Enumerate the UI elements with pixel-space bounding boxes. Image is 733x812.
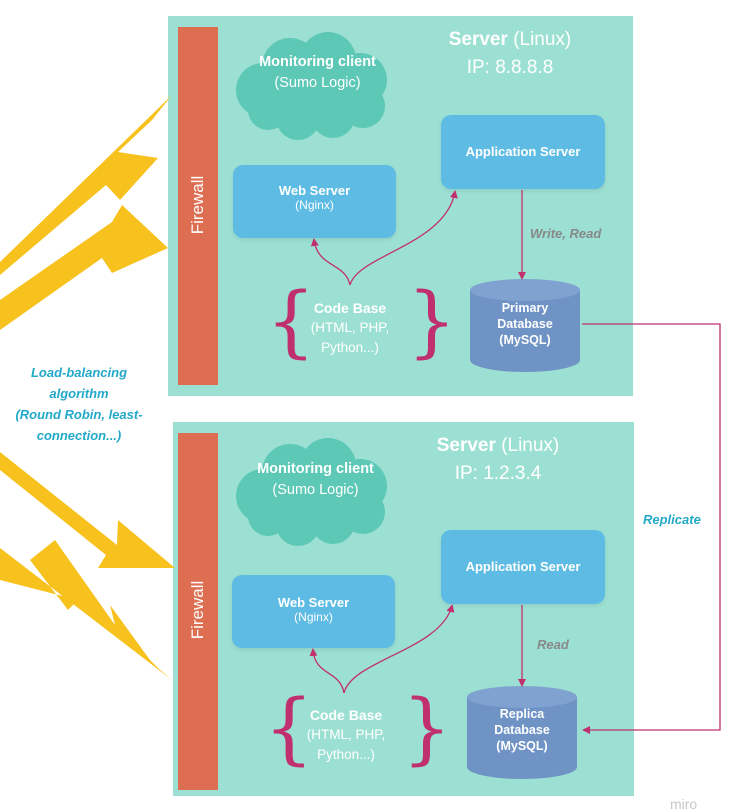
primary-database-1-icon bbox=[470, 279, 580, 372]
web-server-2-title: Web Server bbox=[277, 595, 350, 610]
code-base-2-right-brace: } bbox=[402, 684, 452, 774]
monitoring-client-2-bold: Monitoring client bbox=[257, 461, 374, 477]
code-base-1-sub2: Python...) bbox=[321, 340, 379, 355]
arrow-to-server-2-bottom-icon bbox=[0, 540, 172, 680]
lb-line1: Load-balancing bbox=[30, 365, 128, 380]
replica-database-2-icon bbox=[467, 686, 577, 779]
application-server-2-title: Application Server bbox=[465, 559, 581, 574]
db-2-line1: Replica bbox=[499, 707, 545, 721]
code-base-1-sub1: (HTML, PHP, bbox=[310, 320, 390, 335]
db-2-line3: (MySQL) bbox=[496, 739, 548, 753]
arrow-to-server-1-bottom-icon bbox=[0, 205, 168, 330]
server-1-title: Server (Linux) IP: 8.8.8.8 bbox=[410, 26, 610, 82]
read-label: Read bbox=[537, 637, 569, 652]
server-1-ip: IP: 8.8.8.8 bbox=[466, 57, 554, 78]
monitoring-cloud-1-icon bbox=[236, 32, 387, 140]
web-server-2: Web Server (Nginx) bbox=[232, 575, 395, 648]
write-read-label: Write, Read bbox=[530, 226, 602, 241]
monitoring-client-1-bold: Monitoring client bbox=[259, 54, 376, 70]
code-base-2-sub2: Python...) bbox=[317, 747, 375, 762]
monitoring-client-2-rest: (Sumo Logic) bbox=[272, 482, 359, 498]
server-1-title-os: (Linux) bbox=[513, 29, 572, 50]
web-server-1-title: Web Server bbox=[278, 183, 351, 198]
firewall-1 bbox=[178, 27, 218, 385]
code-base-1-label: Code Base (HTML, PHP, Python...) bbox=[290, 298, 410, 358]
server-2-title-os: (Linux) bbox=[501, 435, 560, 456]
primary-database-1-label: Primary Database (MySQL) bbox=[470, 300, 580, 348]
web-server-2-sub: (Nginx) bbox=[294, 610, 333, 624]
application-server-2: Application Server bbox=[441, 530, 605, 604]
application-server-1-title: Application Server bbox=[465, 144, 581, 159]
lb-line4: connection...) bbox=[36, 428, 122, 443]
monitoring-cloud-2-icon bbox=[236, 438, 387, 546]
code-base-2-sub1: (HTML, PHP, bbox=[306, 727, 386, 742]
db-1-line1: Primary bbox=[501, 301, 549, 315]
code-base-2-title: Code Base bbox=[309, 707, 383, 723]
monitoring-client-2-label: Monitoring client (Sumo Logic) bbox=[253, 459, 378, 501]
firewall-2 bbox=[178, 433, 218, 790]
application-server-1: Application Server bbox=[441, 115, 605, 189]
db-1-line2: Database bbox=[497, 317, 553, 331]
code-base-1-title: Code Base bbox=[313, 300, 387, 316]
monitoring-client-1-label: Monitoring client (Sumo Logic) bbox=[255, 52, 380, 94]
server-2-ip: IP: 1.2.3.4 bbox=[454, 463, 542, 484]
miro-watermark: miro bbox=[670, 796, 698, 812]
db-2-line2: Database bbox=[494, 723, 550, 737]
codebase-to-webserver-2-arrow bbox=[309, 648, 345, 694]
lb-line3: (Round Robin, least- bbox=[15, 407, 143, 422]
code-base-1-right-brace: } bbox=[407, 277, 457, 367]
code-base-1-left-brace: { bbox=[266, 277, 316, 367]
monitoring-client-1-rest: (Sumo Logic) bbox=[274, 75, 361, 91]
server-2-title-bold: Server bbox=[436, 435, 496, 456]
web-server-1-sub: (Nginx) bbox=[295, 198, 334, 212]
lb-line2: algorithm bbox=[49, 386, 109, 401]
server-2-title: Server (Linux) IP: 1.2.3.4 bbox=[398, 432, 598, 488]
arrow-to-server-1-top-icon bbox=[0, 95, 172, 275]
web-server-1: Web Server (Nginx) bbox=[233, 165, 396, 238]
code-base-2-label: Code Base (HTML, PHP, Python...) bbox=[286, 705, 406, 765]
arrow-to-server-2-top-icon bbox=[0, 452, 175, 568]
codebase-to-appserver-1-arrow bbox=[349, 190, 458, 286]
replicate-arrow bbox=[582, 323, 721, 734]
codebase-to-appserver-2-arrow bbox=[343, 604, 455, 694]
server-1-title-bold: Server bbox=[448, 29, 508, 50]
code-base-2-left-brace: { bbox=[264, 684, 314, 774]
load-balancing-label: Load-balancing algorithm (Round Robin, l… bbox=[0, 362, 158, 446]
replicate-label: Replicate bbox=[643, 512, 701, 527]
codebase-to-webserver-1-arrow bbox=[310, 238, 351, 286]
replica-database-2-label: Replica Database (MySQL) bbox=[467, 706, 577, 754]
db-1-line3: (MySQL) bbox=[499, 333, 551, 347]
